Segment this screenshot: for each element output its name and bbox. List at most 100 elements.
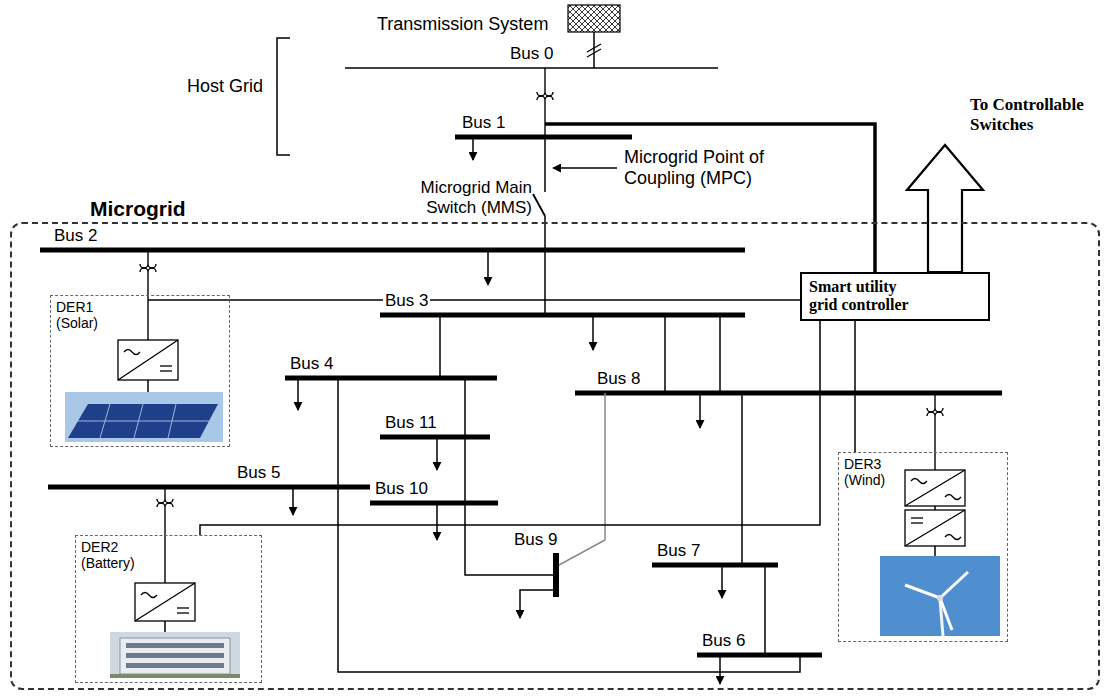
inverter-symbol	[118, 340, 178, 380]
group-label: Host Grid	[185, 76, 265, 97]
inverter-symbol	[905, 470, 965, 506]
transformer-symbol	[934, 393, 935, 408]
wind-turbine-picture	[905, 585, 940, 598]
transmission-system	[568, 5, 620, 68]
battery-building-picture	[110, 674, 240, 678]
load-arrow	[487, 250, 489, 285]
control-arrow	[907, 145, 983, 272]
wind-turbine-picture	[880, 556, 1000, 636]
wind-turbine-picture	[937, 595, 943, 601]
node-text: DER2 (Battery)	[81, 539, 151, 571]
bus-line	[40, 248, 745, 253]
bus-line	[455, 135, 632, 140]
host-grid-bracket	[277, 38, 290, 155]
transformer-symbol	[934, 416, 935, 470]
transformer-symbol	[544, 68, 545, 92]
transformer-symbol	[147, 250, 148, 264]
load-arrow	[297, 378, 299, 410]
load-arrow	[520, 590, 553, 618]
feeder-line	[164, 621, 166, 632]
inverter-symbol	[945, 535, 961, 540]
load-arrow	[293, 137, 722, 684]
battery-building-picture	[110, 632, 240, 678]
main-switch	[533, 194, 545, 216]
region-title: Microgrid	[85, 198, 191, 219]
feeder-line	[147, 380, 149, 392]
feeder-line	[741, 393, 743, 565]
bus-line	[380, 435, 490, 440]
load-arrow	[592, 315, 594, 350]
inverter-symbol	[905, 510, 965, 546]
bus-line	[697, 653, 822, 658]
inverter-symbol	[135, 583, 195, 621]
bus-label: Bus 4	[288, 354, 335, 374]
microgrid-region: MicrogridSmart utility grid controllerDE…	[10, 222, 1100, 690]
battery-building-picture	[120, 638, 230, 674]
solar-panel-picture	[168, 404, 176, 438]
der-box: DER2 (Battery)	[75, 535, 262, 683]
bus-line	[652, 563, 778, 568]
bus-label: Bus 11	[383, 413, 439, 433]
load-arrow	[436, 437, 438, 470]
solar-panel-picture	[134, 404, 143, 438]
bus-line	[380, 313, 745, 318]
feeder-line	[559, 393, 605, 565]
transformer-symbol	[140, 68, 943, 583]
feeder-line	[148, 299, 230, 301]
bus-label: Bus 6	[700, 631, 747, 651]
inverter-symbol	[141, 593, 157, 598]
wind-turbine-picture	[940, 598, 952, 630]
battery-building-picture	[126, 663, 224, 668]
inverter-symbol	[177, 607, 189, 608]
bus-label: Bus 5	[235, 463, 282, 483]
bus-line	[575, 391, 1002, 396]
inverter-symbol	[905, 470, 965, 506]
bus-label: Bus 3	[383, 291, 430, 311]
bus-label: Bus 8	[595, 369, 642, 389]
transformer-symbol	[544, 100, 545, 137]
leader-arrow	[553, 167, 617, 169]
feeder-line	[544, 137, 546, 192]
host-grid-bracket	[277, 38, 290, 155]
inverter-symbol	[135, 583, 195, 621]
feeder-line	[148, 124, 935, 672]
load-arrow	[472, 137, 474, 160]
transformer-symbol	[927, 412, 943, 416]
inverter-symbol	[911, 522, 923, 523]
control-line	[230, 299, 800, 301]
control-line	[854, 321, 856, 452]
bus-line	[345, 67, 718, 69]
transformer-symbol	[537, 96, 553, 100]
transmission-system	[593, 32, 595, 68]
bus-line	[553, 553, 559, 597]
bus-label: Bus 1	[460, 113, 507, 133]
system-label: Transmission System	[375, 14, 550, 35]
controller-box: Smart utility grid controller	[800, 272, 990, 321]
leader-arrow	[553, 168, 617, 169]
transformer-symbol	[537, 92, 553, 96]
node-text: DER1 (Solar)	[56, 299, 126, 331]
solar-panel-picture	[65, 392, 223, 442]
der-box: DER3 (Wind)	[838, 452, 1008, 642]
wind-turbine-picture	[880, 556, 1000, 636]
bus-label: Bus 10	[373, 479, 430, 499]
battery-building-picture	[126, 643, 224, 648]
transformer-symbol	[140, 268, 156, 272]
inverter-symbol	[911, 517, 923, 518]
bus-line	[48, 485, 370, 490]
bus-label: Bus 0	[508, 44, 555, 64]
bus-label: Bus 2	[52, 226, 99, 246]
wind-turbine-picture	[940, 572, 968, 598]
feeder-line	[664, 315, 666, 393]
solar-panel-picture	[65, 392, 223, 442]
feeder-line	[764, 565, 766, 655]
inverter-symbol	[124, 350, 140, 355]
load-arrow	[721, 565, 723, 598]
bus-line	[40, 68, 1002, 655]
transformer-symbol	[927, 408, 943, 412]
battery-building-picture	[110, 632, 240, 678]
solar-panel-picture	[100, 404, 110, 438]
node-text: DER3 (Wind)	[844, 456, 914, 488]
